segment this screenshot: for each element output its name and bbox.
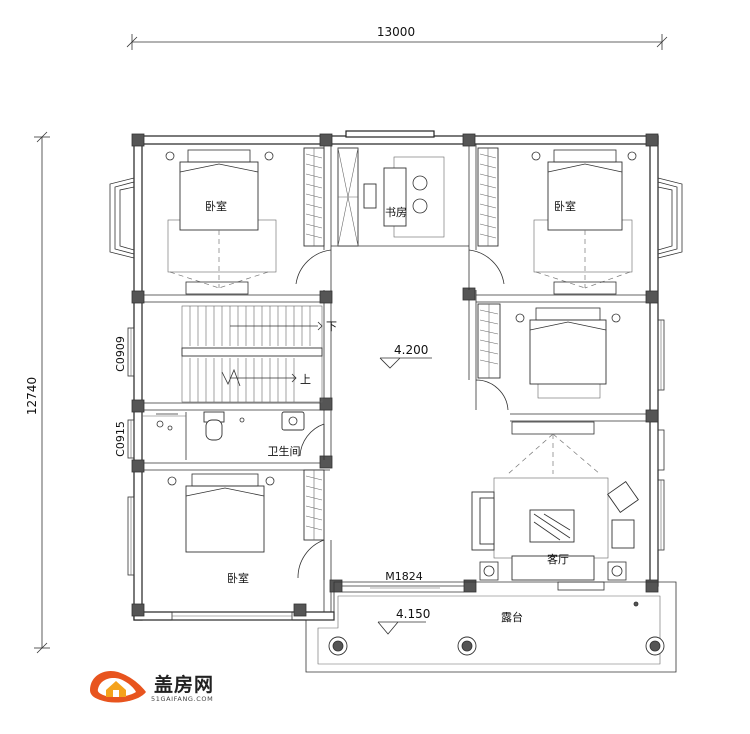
bed-top-right	[531, 149, 637, 295]
logo-url: 51GAIFANG.COM	[151, 695, 214, 703]
columns	[131, 133, 659, 617]
room-label-bathroom: 卫生间	[268, 444, 301, 458]
room-label-study: 书房	[385, 206, 407, 219]
bed-top-left	[165, 149, 277, 295]
wardrobe-top-right	[477, 147, 499, 247]
logo-house-icon	[90, 670, 146, 703]
window-code-upper: C0909	[114, 336, 127, 372]
elevation-marker-terrace	[377, 621, 426, 635]
terrace	[305, 581, 677, 673]
overall-width-label: 13000	[377, 25, 415, 39]
room-label-bedroom-top-right: 卧室	[554, 199, 576, 213]
wardrobe-mid-right	[477, 303, 501, 379]
elevation-marker-floor	[379, 357, 432, 369]
living-room-furniture	[471, 421, 639, 581]
top-dimension: 13000	[126, 25, 668, 50]
elevation-floor-label: 4.200	[394, 343, 428, 357]
overall-height-label: 12740	[25, 377, 39, 415]
bay-window-left	[109, 177, 135, 259]
wardrobe-top-left	[303, 147, 325, 247]
side-windows	[127, 319, 665, 621]
room-label-living-room: 客厅	[547, 552, 569, 566]
window-code-lower: C0915	[114, 421, 127, 457]
bay-window-right	[657, 177, 683, 259]
bathroom-fixtures	[142, 411, 305, 460]
room-label-bedroom-bottom-left: 卧室	[227, 571, 249, 585]
bed-bottom-left	[167, 473, 275, 553]
logo-name: 盖房网	[154, 674, 215, 696]
staircase	[181, 305, 323, 403]
wardrobe-bottom-left	[303, 469, 325, 541]
room-label-bedroom-top-left: 卧室	[205, 199, 227, 213]
stair-down-label: 下	[326, 320, 337, 333]
elevation-terrace-label: 4.150	[396, 607, 430, 621]
bed-mid-right	[515, 307, 621, 399]
study-furniture	[337, 147, 445, 247]
stair-up-label: 上	[300, 373, 311, 386]
doors	[295, 249, 509, 580]
left-dimension: 12740	[25, 131, 50, 654]
room-label-terrace: 露台	[501, 610, 523, 624]
door-code-label: M1824	[385, 570, 423, 583]
